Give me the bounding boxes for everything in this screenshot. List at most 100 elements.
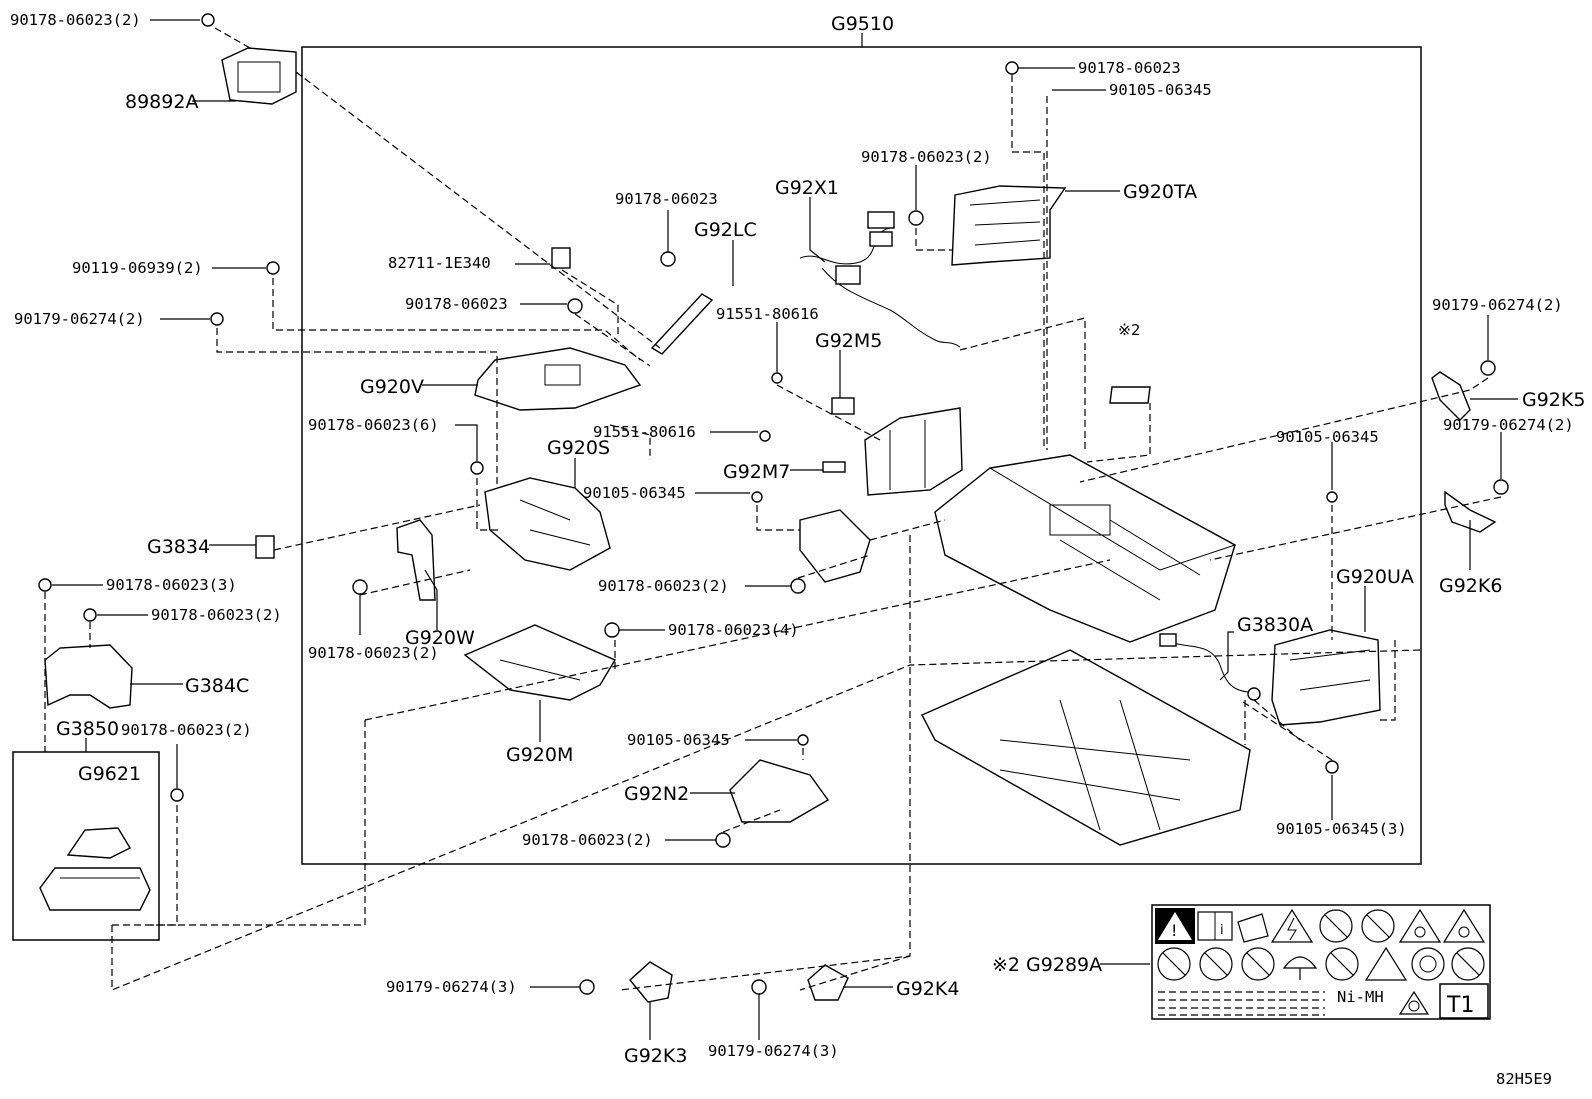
callout-label: 90178-06023(2): [598, 577, 729, 595]
callout-label: G920UA: [1336, 566, 1414, 588]
callout-label: 90105-06345: [583, 484, 686, 502]
callout-label: G9621: [78, 763, 141, 785]
callout-label: G92K3: [624, 1045, 687, 1067]
callout-label: 90178-06023: [1078, 59, 1181, 77]
callout-label: G92LC: [694, 219, 757, 241]
bracket-g92k5-shape: [1431, 360, 1496, 421]
recycle-icon: [1398, 990, 1430, 1015]
callout-label: G384C: [185, 675, 249, 697]
flammable-icon: [1398, 908, 1442, 943]
bracket-g92lc-shape: [551, 247, 714, 355]
document-icon: [1237, 913, 1269, 943]
callout-label: G92K5: [1522, 389, 1585, 411]
leader-lines: [52, 19, 1518, 1040]
bracket-g920s-shape: [470, 461, 611, 571]
lower-tray-shape: [921, 649, 1251, 846]
callout-label: 90178-06023(4): [668, 621, 799, 639]
callout-label: 90179-06274(2): [14, 310, 145, 328]
callout-label: 90178-06023(2): [522, 831, 653, 849]
callout-label: 91551-80616: [593, 423, 696, 441]
bolt-90119-shape: [266, 261, 280, 275]
callout-label: 90119-06939(2): [72, 259, 203, 277]
battery-type-text: Ni-MH: [1337, 988, 1384, 1006]
read-manual-icon: i: [1197, 911, 1233, 941]
callout-label: G92N2: [624, 783, 689, 805]
callout-label: 90179-06274(3): [708, 1042, 839, 1060]
callout-label: 90178-06023(2): [151, 606, 282, 624]
bracket-center-shape: [751, 491, 871, 594]
bolt-right-lower-shape: [1325, 760, 1339, 774]
callout-label: G92M5: [815, 330, 882, 352]
wire-harness-g92x1-shape: [799, 211, 961, 348]
callout-label: G920TA: [1123, 181, 1197, 203]
callout-label: 90179-06274(2): [1443, 416, 1574, 434]
no-water-icon: [1325, 947, 1359, 981]
bolt-right-upper-shape: [1326, 491, 1338, 503]
callout-label: G92X1: [775, 177, 839, 199]
assembly-frame: [301, 46, 1422, 865]
svg-text:i: i: [1220, 923, 1224, 938]
callout-label: 82711-1E340: [388, 254, 491, 272]
box-g3850-shape: [39, 788, 184, 911]
hidden-lines: [44, 27, 1502, 991]
callout-label: 90178-06023: [615, 190, 718, 208]
callout-label: 91551-80616: [716, 305, 819, 323]
battery-stack-shape: [934, 454, 1237, 643]
bracket-g92n2-shape: [715, 734, 830, 848]
callout-label: 90178-06023: [405, 295, 508, 313]
sticker-shape: [1109, 386, 1151, 404]
tray-g920m-shape: [463, 622, 620, 701]
no-open-flame-icon: [1451, 947, 1485, 981]
bracket-g92k3-shape: [579, 961, 673, 1003]
caution-label: ! i: [1151, 904, 1491, 1020]
no-crush-icon: [1241, 947, 1275, 981]
callout-label: 90178-06023(2): [121, 721, 252, 739]
bracket-g92k6-shape: [1444, 479, 1509, 533]
bracket-g920ua-shape: [1271, 629, 1381, 726]
callout-label: G92K4: [896, 978, 959, 1000]
callout-label: G92M7: [723, 461, 790, 483]
bracket-g3834-shape: [255, 535, 275, 559]
callout-label: G920S: [547, 437, 610, 459]
callout-label: G920V: [360, 376, 424, 398]
callout-label: 90178-06023(3): [106, 576, 237, 594]
no-disassemble-icon: [1157, 947, 1191, 981]
cover-g920v-shape: [474, 347, 642, 411]
explosive-icon: [1442, 908, 1486, 943]
callout-label: 90178-06023(2): [10, 11, 141, 29]
protective-equipment-icon: [1411, 947, 1445, 981]
callout-label: 90178-06023(2): [308, 644, 439, 662]
bracket-g92m5-shape: [759, 372, 963, 496]
no-touch-icon: [1319, 909, 1353, 943]
callout-label: G3850: [56, 718, 119, 740]
caution-text-lines: [1158, 991, 1325, 1016]
callout-label: 90105-06345(3): [1276, 820, 1407, 838]
callout-label: 90179-06274(3): [386, 978, 517, 996]
cover-g384c-shape: [38, 578, 133, 709]
callout-label: 89892A: [125, 91, 198, 113]
callout-label: G3834: [147, 536, 210, 558]
callout-label: G920M: [506, 744, 573, 766]
note-mark: ※2: [1118, 321, 1140, 339]
no-fire-icon: [1361, 909, 1395, 943]
no-short-circuit-icon: [1199, 947, 1233, 981]
callout-label: 90179-06274(2): [1432, 296, 1563, 314]
electric-hazard-icon: [1270, 908, 1314, 943]
assembly-number: G9510: [831, 13, 894, 35]
module-89892a-shape: [201, 13, 297, 105]
bracket-g920w-shape: [352, 519, 436, 601]
bracket-g92m7-shape: [822, 461, 846, 473]
nut-90179-left-shape: [210, 312, 224, 326]
callout-label: 90105-06345: [1109, 81, 1212, 99]
callout-label: 90178-06023(2): [861, 148, 992, 166]
callout-label: G920W: [405, 627, 475, 649]
cover-g9621-shape: [66, 827, 131, 859]
caution-label-callout: ※2 G9289A: [992, 954, 1102, 976]
callout-label: 90105-06345: [627, 731, 730, 749]
svg-text:!: !: [1171, 921, 1177, 940]
callout-labels: 90178-06023(2) 89892A 90178-06023 90105-…: [10, 11, 1585, 1067]
callout-label: G3830A: [1237, 614, 1313, 636]
bracket-g92k4-shape: [751, 964, 849, 1001]
callout-label: 90105-06345: [1276, 428, 1379, 446]
